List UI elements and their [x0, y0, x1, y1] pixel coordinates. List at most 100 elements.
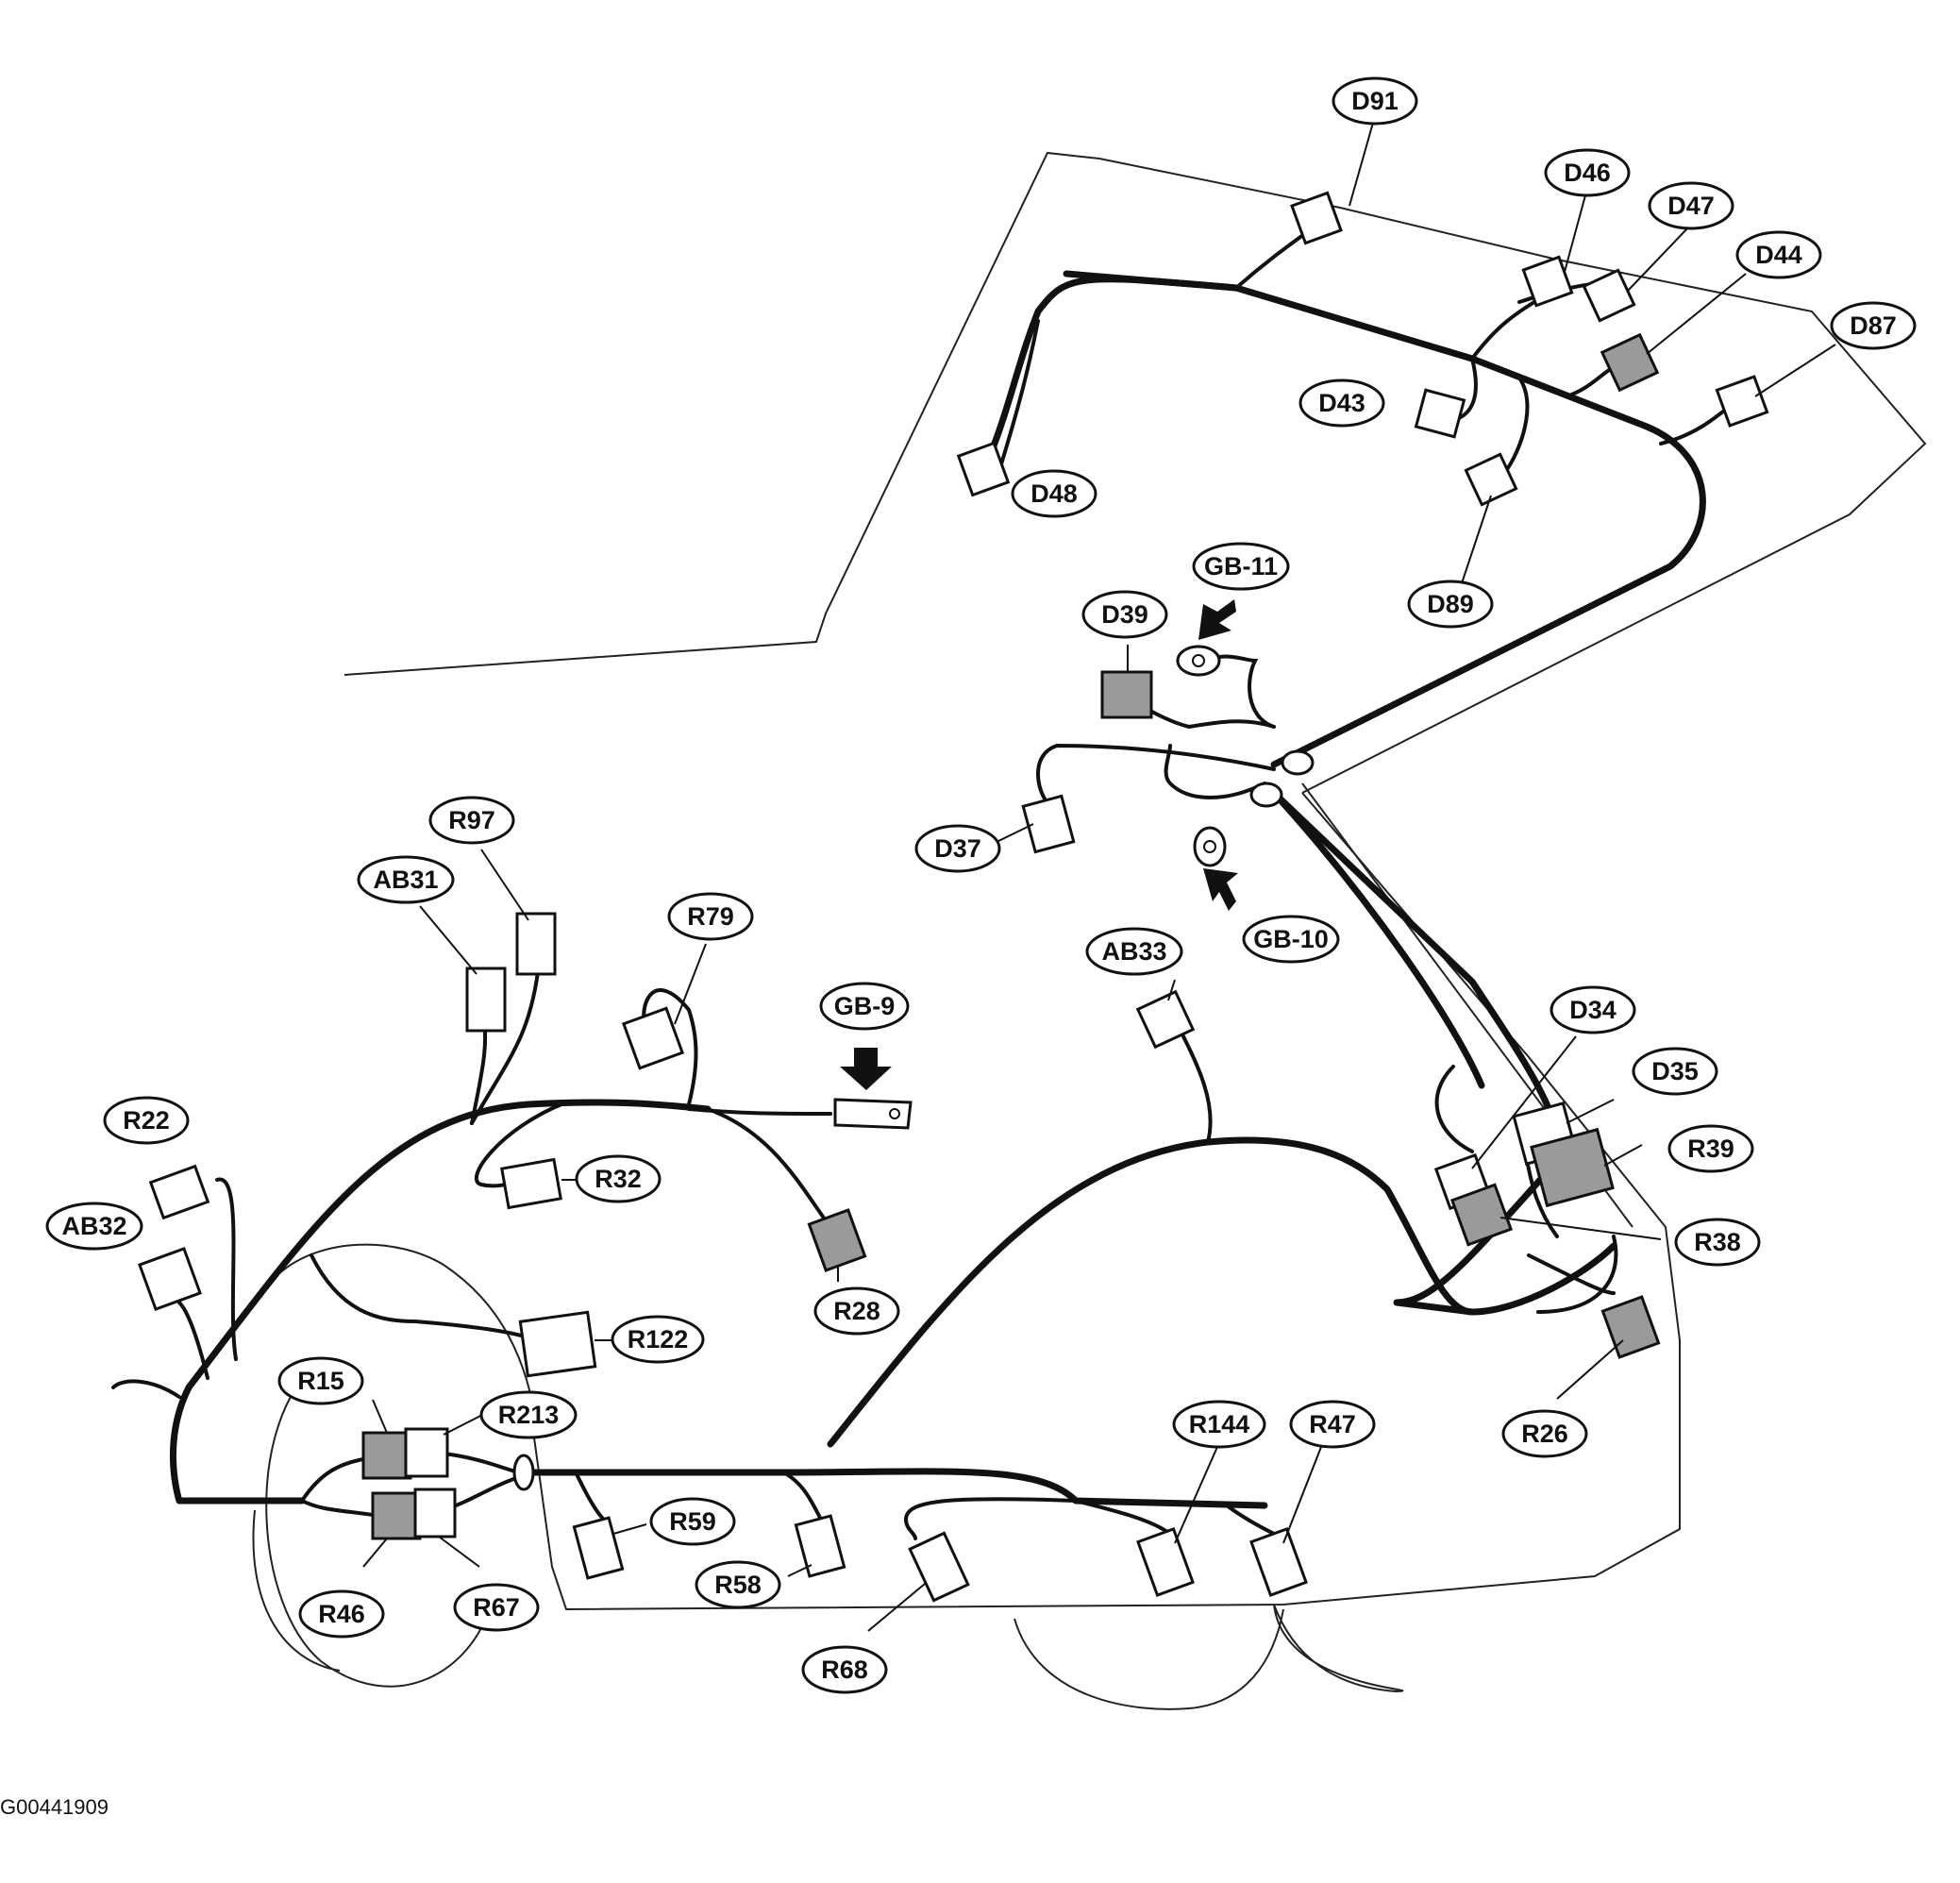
ring-terminal-gb10: [1193, 826, 1227, 867]
arrow-gb9-icon: [840, 1048, 892, 1090]
connector-r68: [908, 1531, 970, 1603]
connector-r28: [807, 1208, 867, 1272]
label-r32: R32: [575, 1154, 662, 1203]
connector-r122: [518, 1310, 597, 1378]
label-gb9: GB-9: [819, 982, 910, 1031]
svg-text:D37: D37: [934, 834, 981, 863]
label-r59: R59: [649, 1497, 736, 1546]
connector-ab33: [1135, 989, 1196, 1050]
label-r22: R22: [103, 1096, 190, 1145]
vehicle-body-outline: [252, 151, 1927, 1710]
svg-text:D39: D39: [1101, 600, 1148, 629]
svg-text:D91: D91: [1351, 87, 1399, 115]
svg-text:R58: R58: [714, 1571, 762, 1599]
arrow-gb10-icon: [1203, 868, 1238, 911]
svg-text:AB32: AB32: [61, 1212, 126, 1240]
label-r58: R58: [695, 1560, 781, 1609]
connector-r58: [794, 1514, 846, 1578]
ground-arrows: [840, 599, 1238, 1090]
svg-text:AB31: AB31: [373, 866, 438, 894]
connector-d91: [1290, 191, 1343, 245]
svg-text:R32: R32: [595, 1165, 642, 1193]
connector-d39: [1100, 670, 1153, 719]
label-r38: R38: [1674, 1218, 1761, 1267]
label-r97: R97: [428, 796, 515, 845]
label-ab31: AB31: [357, 855, 455, 904]
svg-text:R59: R59: [669, 1507, 716, 1536]
svg-text:D48: D48: [1030, 479, 1078, 508]
label-d43: D43: [1298, 378, 1385, 428]
connector-r79: [621, 1006, 685, 1070]
connector-r213: [404, 1427, 449, 1478]
leader-lines: [362, 122, 1836, 1632]
grommet-rear: [512, 1454, 535, 1491]
connector-d43: [1414, 388, 1466, 439]
label-r46: R46: [298, 1589, 385, 1639]
ground-terminal-gb9: [833, 1098, 913, 1130]
connector-r32: [500, 1157, 562, 1210]
connector-r144: [1136, 1527, 1195, 1597]
label-d47: D47: [1648, 181, 1734, 230]
svg-text:GB-11: GB-11: [1204, 552, 1278, 580]
connector-d46: [1521, 255, 1574, 308]
label-r15: R15: [277, 1356, 364, 1405]
svg-text:GB-10: GB-10: [1253, 925, 1329, 953]
connector-ab31: [465, 967, 507, 1033]
connector-d87: [1715, 375, 1769, 428]
label-gb10: GB-10: [1242, 915, 1340, 964]
connector-labels: D91 D46 D47 D44 D87 D43 D48 D89 GB-11 D3…: [45, 76, 1917, 1694]
svg-text:R26: R26: [1521, 1420, 1568, 1448]
connector-r67: [413, 1488, 457, 1538]
svg-text:R38: R38: [1694, 1228, 1741, 1256]
svg-text:R47: R47: [1309, 1410, 1356, 1438]
connectors: [138, 191, 1769, 1603]
svg-text:GB-9: GB-9: [834, 992, 896, 1020]
label-d37: D37: [914, 824, 1001, 873]
svg-text:D47: D47: [1667, 192, 1715, 220]
svg-text:R122: R122: [628, 1325, 689, 1353]
label-d46: D46: [1544, 148, 1631, 197]
svg-text:D43: D43: [1318, 389, 1365, 417]
label-r39: R39: [1667, 1124, 1754, 1173]
svg-text:R144: R144: [1189, 1410, 1250, 1438]
connector-d47: [1582, 268, 1636, 323]
label-d39: D39: [1081, 590, 1168, 639]
connector-d37: [1021, 794, 1076, 854]
connector-r39: [1530, 1127, 1615, 1208]
label-gb11: GB-11: [1192, 542, 1290, 591]
svg-text:D44: D44: [1755, 241, 1802, 269]
label-r47: R47: [1289, 1400, 1376, 1449]
label-d34: D34: [1550, 985, 1636, 1034]
label-r79: R79: [667, 892, 754, 941]
label-d44: D44: [1735, 230, 1822, 279]
label-d89: D89: [1407, 580, 1494, 629]
connector-d89: [1464, 452, 1518, 507]
label-d87: D87: [1830, 301, 1917, 350]
connector-r22: [148, 1164, 210, 1220]
ring-terminal-gb11: [1176, 645, 1221, 677]
svg-text:R68: R68: [821, 1656, 868, 1684]
connector-d44: [1600, 332, 1660, 393]
svg-text:R46: R46: [318, 1600, 365, 1628]
connector-r97: [515, 912, 557, 976]
label-r144: R144: [1172, 1400, 1266, 1449]
connector-r26: [1600, 1295, 1661, 1359]
label-d91: D91: [1332, 76, 1418, 126]
grommet-upper: [1281, 749, 1315, 776]
connector-r15: [361, 1431, 412, 1480]
label-d35: D35: [1632, 1047, 1718, 1096]
grommet-lower: [1249, 782, 1283, 808]
svg-text:D35: D35: [1651, 1057, 1699, 1085]
connector-r38: [1449, 1183, 1514, 1247]
branch-wires: [111, 220, 1738, 1540]
svg-text:R67: R67: [473, 1593, 520, 1622]
label-d48: D48: [1011, 469, 1097, 518]
label-ab33: AB33: [1085, 927, 1183, 976]
svg-text:R22: R22: [123, 1106, 170, 1135]
connector-r59: [572, 1516, 625, 1580]
svg-text:R39: R39: [1687, 1135, 1734, 1163]
svg-text:D87: D87: [1850, 311, 1897, 340]
connector-r47: [1249, 1527, 1308, 1597]
connector-ab32: [138, 1247, 202, 1311]
figure-code: G00441909: [0, 1795, 109, 1819]
